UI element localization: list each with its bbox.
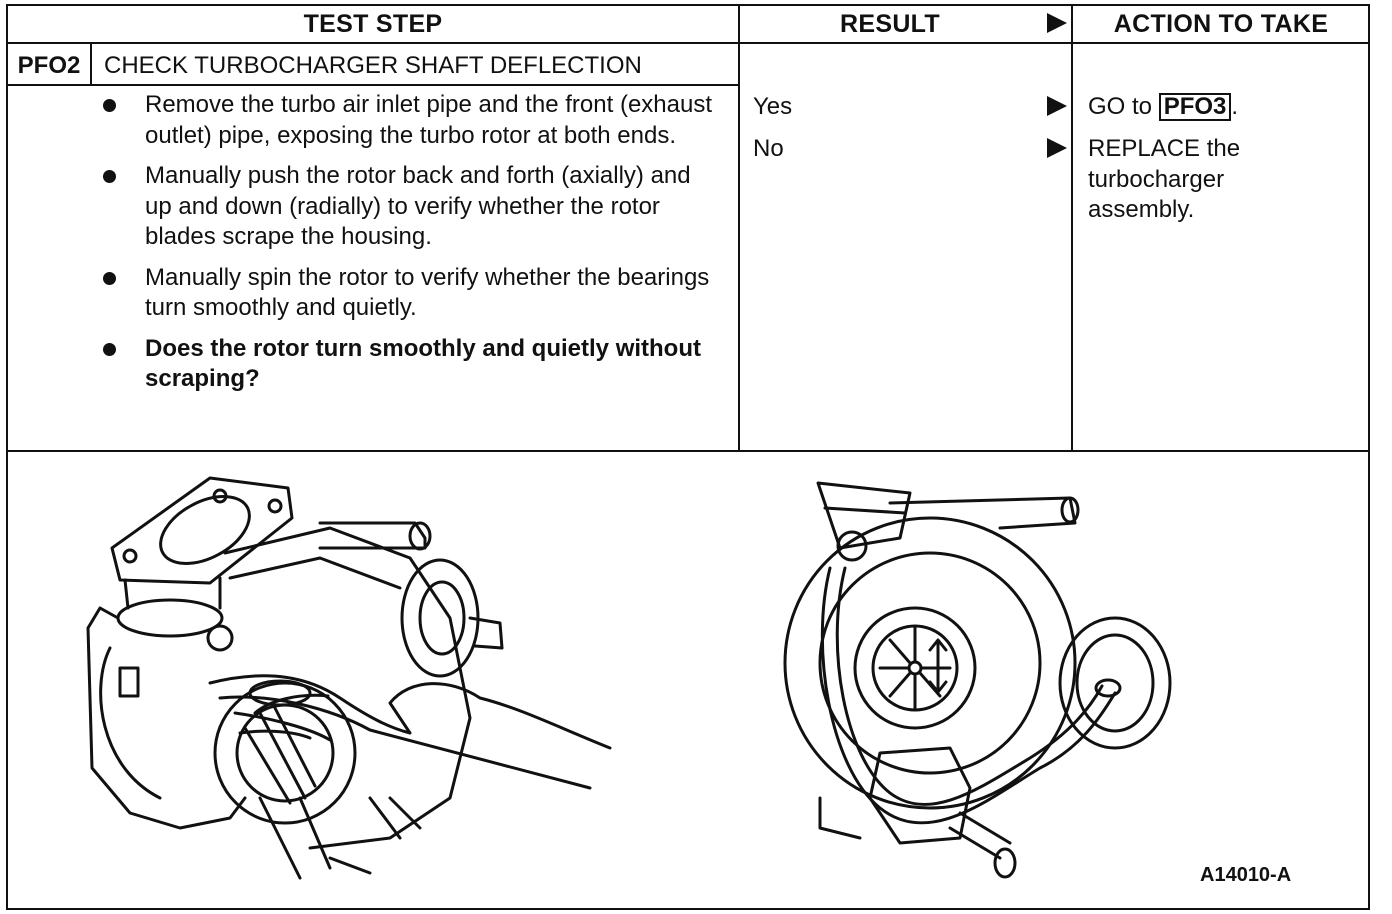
figure-id: A14010-A (1200, 864, 1292, 886)
step-list: Remove the turbo air inlet pipe and the … (102, 90, 712, 405)
result-yes-arrow-icon (1047, 96, 1067, 116)
figure-divider (6, 450, 1370, 452)
header-divider (6, 42, 1370, 44)
table-frame (6, 4, 1370, 910)
action-yes: GO to PFO3. (1088, 93, 1239, 121)
header-result: RESULT (840, 9, 940, 38)
bullet-icon (103, 342, 116, 356)
step-question: Does the rotor turn smoothly and quietly… (102, 334, 712, 395)
result-no: No (753, 135, 784, 162)
ref-pfo3-link[interactable]: PFO3 (1158, 93, 1232, 121)
bullet-icon (103, 271, 116, 285)
result-no-arrow-icon (1047, 138, 1067, 158)
step-item: Remove the turbo air inlet pipe and the … (102, 90, 712, 151)
code-divider (90, 42, 92, 86)
header-arrow-icon (1047, 13, 1067, 33)
result-yes: Yes (753, 93, 793, 120)
col-divider-1 (738, 4, 740, 452)
header-test-step: TEST STEP (303, 9, 443, 38)
turbocharger-rotor-icon (783, 481, 1172, 879)
bullet-icon (103, 170, 116, 183)
step-item: Manually push the rotor back and forth (… (102, 161, 712, 253)
action-no: REPLACE the turbocharger assembly. (1088, 135, 1241, 223)
step-title: CHECK TURBOCHARGER SHAFT DEFLECTION (104, 52, 642, 79)
col-divider-2 (1071, 4, 1073, 452)
step-code: PFO2 (17, 52, 81, 79)
turbocharger-hand-icon (86, 476, 612, 880)
bullet-icon (103, 99, 116, 112)
step-item: Manually spin the rotor to verify whethe… (102, 263, 712, 324)
title-divider (6, 84, 740, 86)
header-action: ACTION TO TAKE (1113, 9, 1329, 38)
